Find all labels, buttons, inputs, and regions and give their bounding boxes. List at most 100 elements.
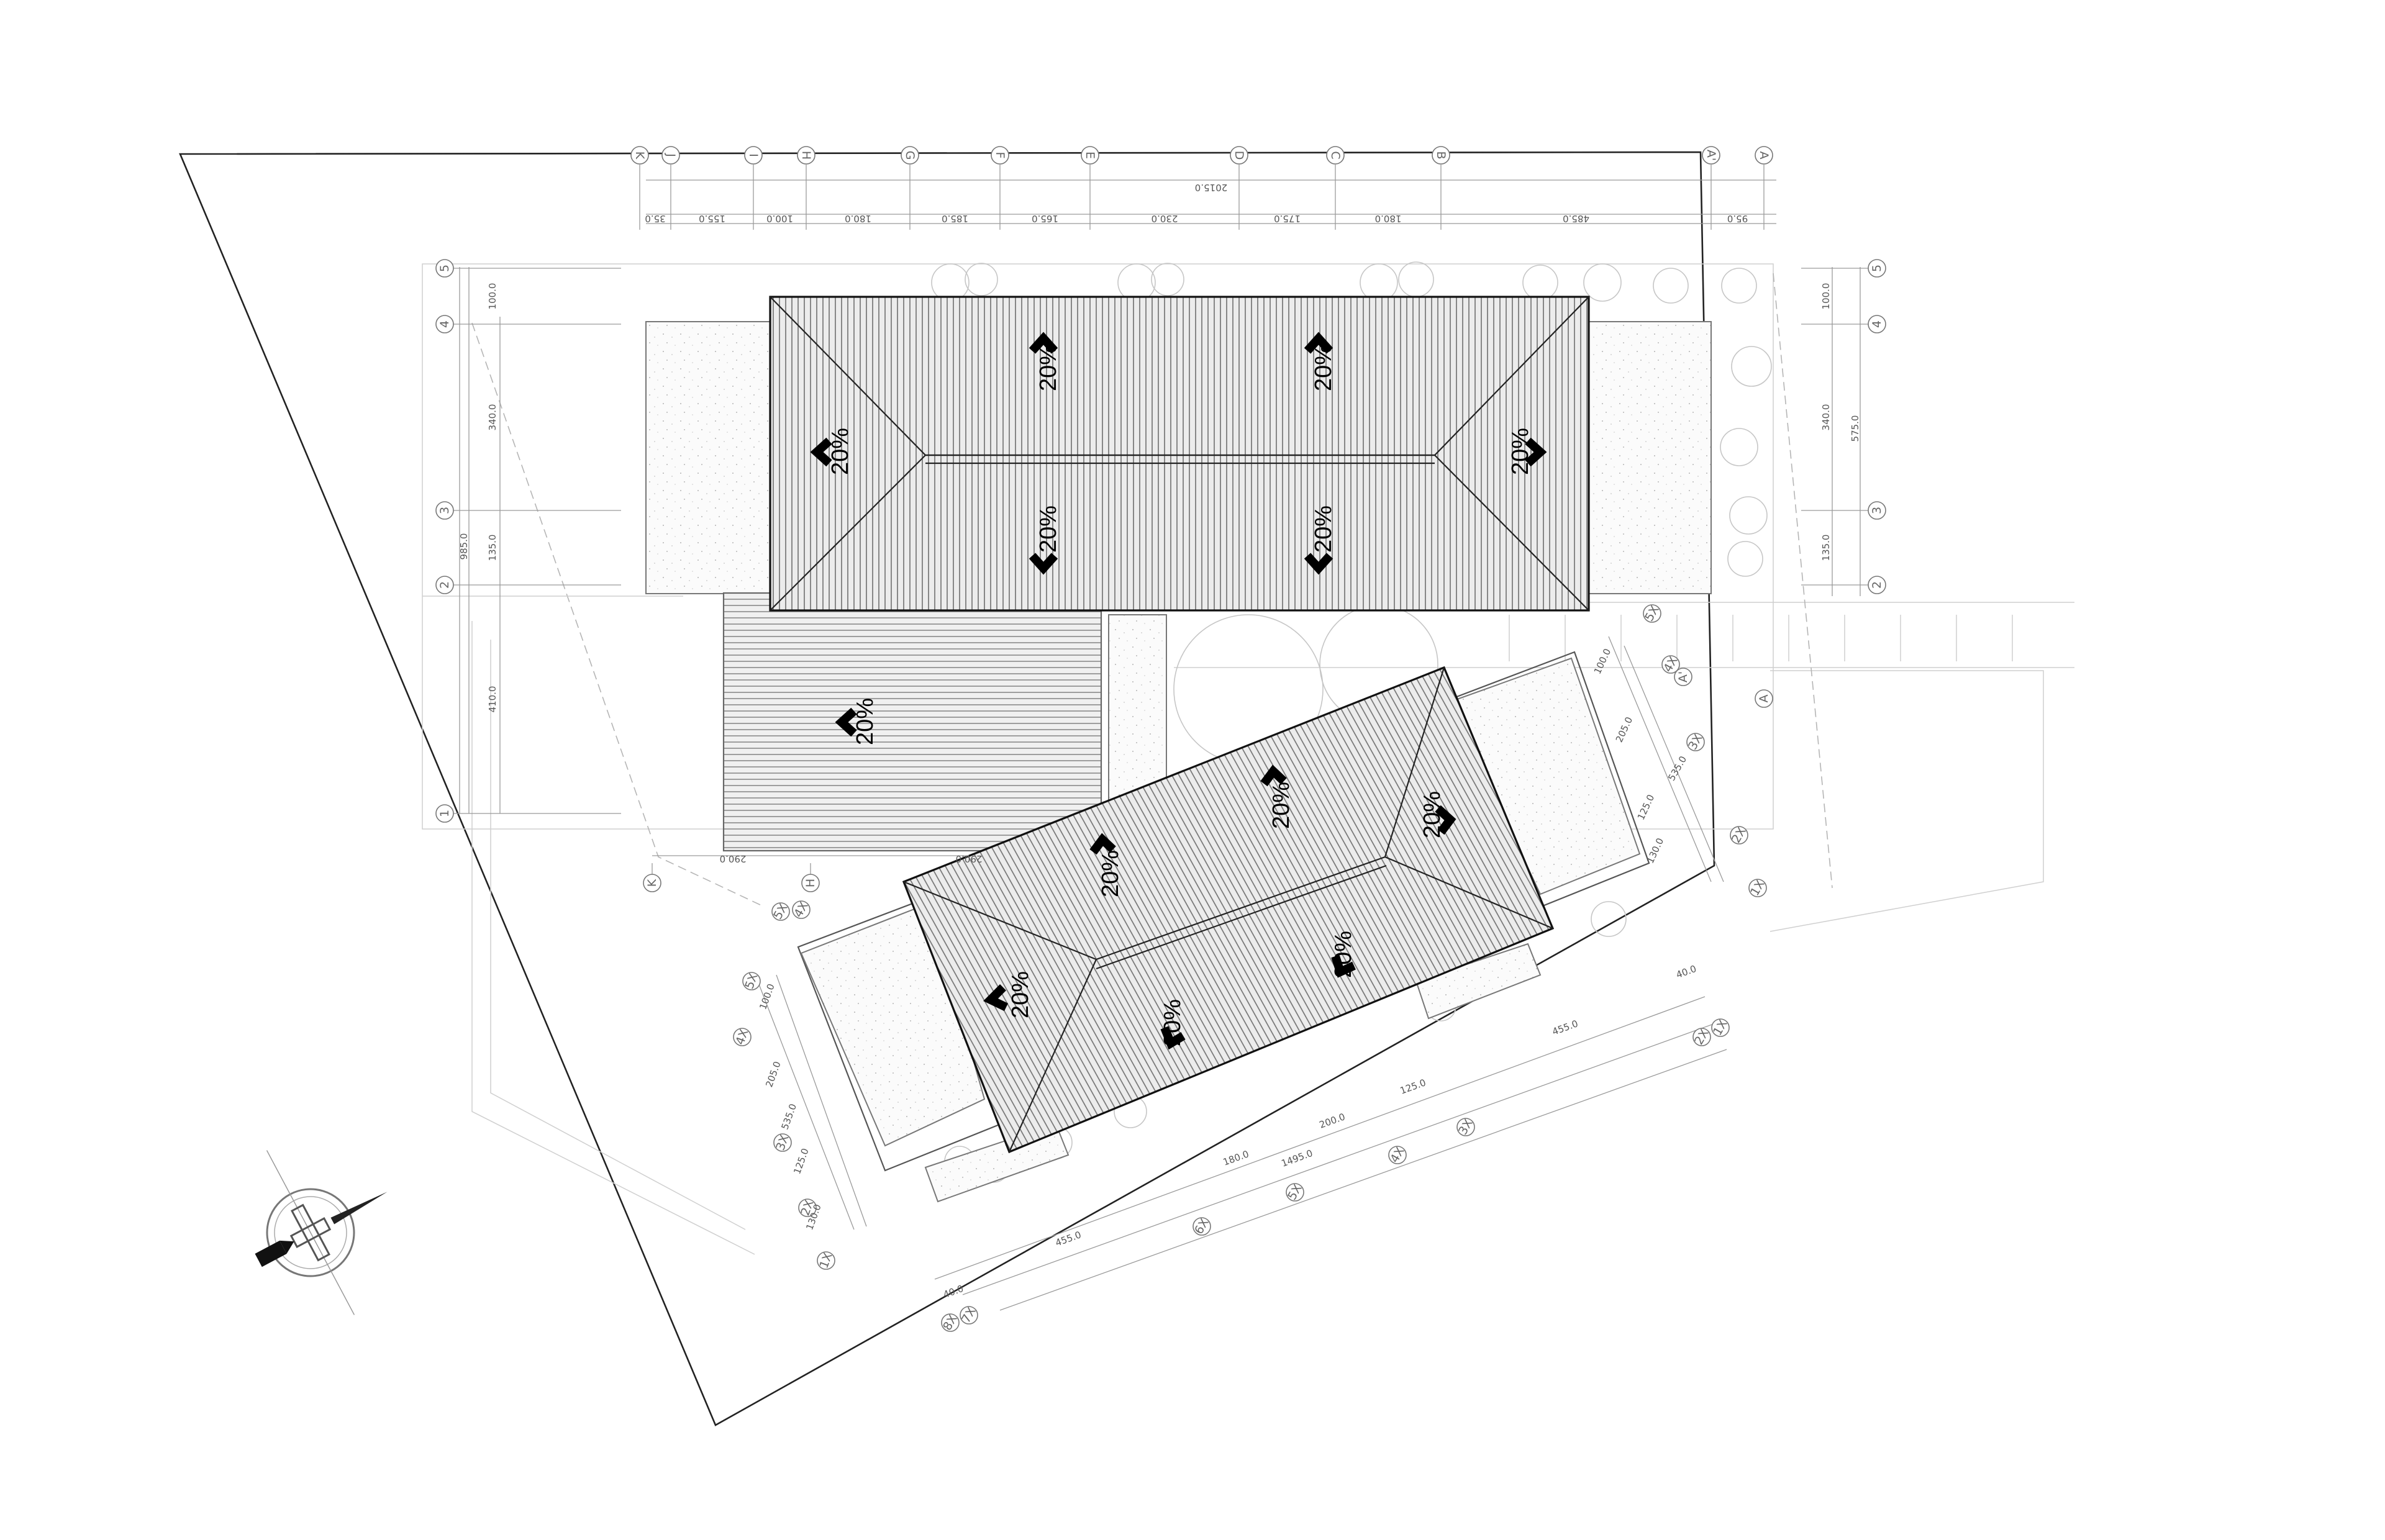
grid-rot-left-0-bubble	[742, 972, 761, 990]
dim-left-2: 135.0	[487, 535, 498, 561]
grid-rot-bottom-1-bubble	[960, 1306, 978, 1325]
grid-rot-bottom-2-bubble	[1192, 1217, 1211, 1236]
grid-rot-left-3-bubble	[798, 1198, 817, 1217]
grid-rot-right-3: 2X	[1729, 825, 1749, 846]
dim-rot-bottom-4: 125.0	[1399, 1077, 1428, 1097]
roof-main	[769, 296, 1590, 612]
dim-rot-bottom-1: 455.0	[1054, 1229, 1083, 1249]
dim-rot-left-1: 205.0	[763, 1060, 783, 1089]
grid-left-0-bubble	[435, 259, 454, 278]
grid-rot-bottom-2: 6X	[1192, 1216, 1212, 1237]
grid-rot-bottom-5-bubble	[1456, 1118, 1475, 1136]
grid-right-3: 2	[1870, 581, 1884, 589]
roof-lower	[722, 592, 1102, 852]
grid-rot-bottom-3: 5X	[1285, 1182, 1305, 1203]
grid-top-7-bubble	[1230, 146, 1248, 165]
grid-top-7: D	[1232, 151, 1246, 160]
grid-left-2: 3	[438, 507, 452, 514]
dim-top-2: 100.0	[766, 213, 793, 224]
slope-label-main-4: 20%	[1311, 505, 1337, 553]
dim-left-total: 985.0	[458, 533, 470, 560]
slope-label-main-2: 20%	[1311, 344, 1337, 391]
grid-right-A: A	[1757, 695, 1771, 703]
dim-rot-bottom-5: 455.0	[1551, 1018, 1580, 1038]
dim-top-6: 230.0	[1152, 213, 1178, 224]
grid-top-10-bubble	[1702, 146, 1720, 165]
slope-label-main-5: 20%	[827, 428, 853, 475]
grid-rot-right-3-bubble	[1730, 826, 1748, 845]
dim-right-1: 340.0	[1820, 404, 1832, 431]
grid-rot-right-1-bubble	[1661, 655, 1680, 674]
grid-top-9-bubble	[1432, 146, 1450, 165]
grid-top-10: A'	[1704, 150, 1718, 161]
slope-label-rot-2: 20%	[1268, 782, 1294, 829]
dim-rot-right-3: 130.0	[1645, 836, 1666, 866]
dim-rot-right-1: 205.0	[1614, 715, 1635, 745]
grid-bottom-H: H	[804, 879, 817, 887]
dim-rot-right-2: 125.0	[1635, 793, 1656, 822]
grid-left-3: 2	[438, 581, 452, 589]
grid-left-4-bubble	[435, 804, 454, 823]
grid-right-0-bubble	[1868, 259, 1886, 278]
grid-left-1-bubble	[435, 315, 454, 333]
grid-rot-bottom-3-bubble	[1286, 1183, 1304, 1202]
dim-rot-right-0: 100.0	[1592, 647, 1613, 676]
grid-top-9: B	[1434, 151, 1448, 159]
grid-rot-right-4-bubble	[1748, 879, 1767, 897]
grid-top-8: C	[1329, 151, 1342, 159]
dim-top-4: 185.0	[942, 213, 968, 224]
grid-rot-bottom-7-bubble	[1711, 1018, 1730, 1037]
grid-right-0: 5	[1870, 265, 1884, 272]
grid-rot-left-2-bubble	[773, 1133, 792, 1152]
grid-rot-bottom-1: 7X	[959, 1305, 979, 1326]
dim-bottom-1: 290.0	[720, 853, 747, 864]
dim-top-0: 35.0	[645, 213, 665, 224]
north-arrow-icon	[255, 1150, 388, 1315]
slope-label-rot-5: 20%	[1330, 931, 1356, 978]
grid-rot-bottom-7: 1X	[1710, 1018, 1730, 1038]
dim-left-3: 410.0	[487, 686, 498, 713]
grid-top-5: F	[993, 152, 1007, 159]
dim-rot-left-total: 535.0	[779, 1102, 799, 1131]
grid-bottom: K H 290.0 290.0 A' A	[643, 668, 1773, 892]
grid-top-0: K	[633, 152, 647, 160]
grid-left-3-bubble	[435, 576, 454, 594]
dim-top-3: 180.0	[845, 213, 871, 224]
dim-bottom-2: 290.0	[956, 853, 983, 864]
grid-top-11-bubble	[1755, 146, 1773, 165]
dim-rot-left-2: 125.0	[791, 1147, 811, 1176]
grid-right-1: 4	[1870, 320, 1884, 328]
grid-rot-left-4-bubble	[817, 1251, 835, 1270]
dim-top-10: 95.0	[1727, 213, 1748, 224]
dim-top-8: 180.0	[1375, 213, 1402, 224]
grid-rot-right-0: 5X	[1642, 604, 1662, 624]
grid-top-6-bubble	[1081, 146, 1099, 165]
grid-top-3: H	[799, 151, 813, 160]
grid-top-0-bubble	[630, 146, 649, 165]
grid-rot-left-1: 4X	[733, 1027, 751, 1046]
grid-rot-left-4: 1X	[817, 1251, 835, 1270]
dim-top-9: 485.0	[1563, 213, 1589, 224]
grid-rot-bottom-0-bubble	[941, 1313, 960, 1332]
grid-top-4-bubble	[901, 146, 919, 165]
slope-label-rot-4: 20%	[1007, 971, 1034, 1018]
grid-top-2: I	[747, 153, 760, 157]
slope-label-main-3: 20%	[1035, 505, 1061, 553]
grid-left-1: 4	[438, 320, 452, 328]
dim-top-7: 175.0	[1274, 213, 1301, 224]
grid-rot-top-5X: 5X	[771, 902, 791, 922]
dim-left-0: 100.0	[487, 283, 498, 310]
grid-top-8-bubble	[1326, 146, 1345, 165]
grid-right-2: 3	[1870, 507, 1884, 514]
grid-left-2-bubble	[435, 501, 454, 520]
grid-right-1-bubble	[1868, 315, 1886, 333]
grid-right-3-bubble	[1868, 576, 1886, 594]
slope-label-lower: 20%	[852, 698, 878, 745]
dim-right-0: 100.0	[1820, 283, 1832, 310]
slope-label-rot-3: 20%	[1419, 791, 1445, 838]
slope-label-rot-1: 20%	[1097, 850, 1124, 897]
grid-top-3-bubble	[797, 146, 815, 165]
